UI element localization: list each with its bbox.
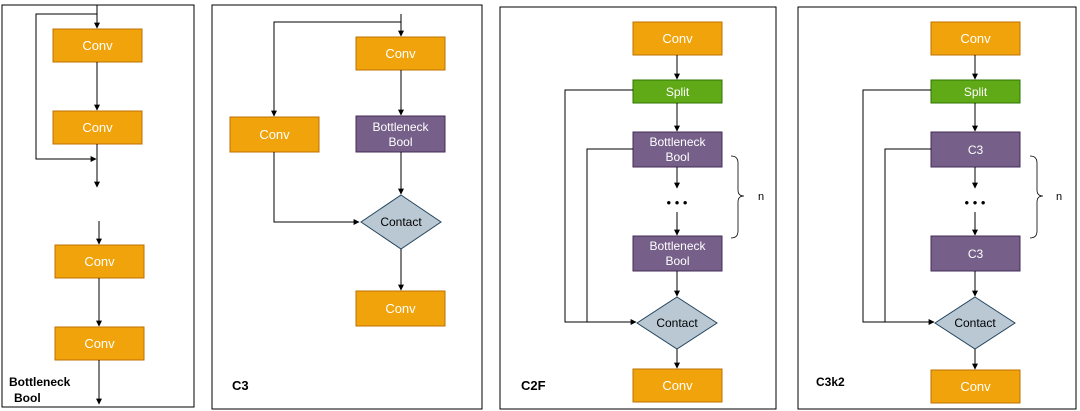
block-label: Bottleneck	[372, 120, 429, 134]
block-label: Conv	[259, 127, 290, 142]
conv-block	[54, 326, 145, 361]
conv-block	[355, 36, 446, 71]
conv-block	[229, 116, 320, 153]
bottleneck-block	[632, 235, 723, 272]
block-label: Conv	[82, 120, 113, 135]
panel-caption: Bottleneck	[9, 375, 71, 389]
repeat-brace	[1029, 155, 1044, 239]
block-label: Contact	[656, 316, 698, 330]
bottleneck-block	[355, 115, 446, 153]
block-label: Conv	[385, 301, 416, 316]
block-label: Conv	[662, 31, 693, 46]
conv-block	[52, 110, 143, 145]
block-label: Bool	[388, 135, 412, 149]
conv-block	[930, 21, 1021, 56]
c3-block	[930, 235, 1021, 272]
block-label: Conv	[82, 38, 113, 53]
block-label: Conv	[385, 46, 416, 61]
block-label: Conv	[662, 378, 693, 393]
repeat-count: n	[1056, 191, 1062, 203]
panel-c3k2: Conv Split C3 • • • C3 Contact Conv n C3…	[797, 6, 1077, 410]
ellipsis: • • •	[667, 195, 688, 210]
panel-c3: Conv Conv Bottleneck Bool Contact Conv C…	[211, 4, 483, 410]
block-label: Contact	[954, 316, 996, 330]
conv-block	[632, 21, 723, 56]
panel-caption: Bool	[14, 391, 41, 405]
conv-block	[632, 368, 723, 403]
block-label: Conv	[960, 31, 991, 46]
block-label: Conv	[84, 254, 115, 269]
block-label: Bool	[665, 150, 689, 164]
residual-connection	[35, 13, 97, 162]
ellipsis: • • •	[965, 195, 986, 210]
panel-caption: C3	[232, 378, 249, 393]
skip-connection	[586, 148, 636, 323]
panel-caption: C3k2	[816, 375, 845, 389]
conv-block	[52, 28, 143, 63]
block-label: C3	[968, 247, 984, 261]
block-label: C3	[968, 143, 984, 157]
block-label: Conv	[960, 379, 991, 394]
panel-frame	[499, 6, 777, 410]
panel-frame	[211, 4, 483, 410]
panel-frame	[797, 6, 1077, 410]
block-label: Contact	[380, 215, 422, 229]
block-label: Bottleneck	[649, 135, 706, 149]
branch-connection	[273, 152, 360, 225]
panel-caption: C2F	[521, 378, 546, 393]
block-label: Split	[666, 85, 690, 99]
panel-c2f: Conv Split Bottleneck Bool • • • Bottlen…	[499, 6, 777, 410]
repeat-count: n	[758, 191, 764, 203]
conv-block	[930, 369, 1021, 404]
conv-block	[54, 244, 145, 279]
skip-connection	[884, 148, 934, 323]
panel-bottleneck: Conv Conv Conv Conv Bottleneck Bool	[1, 4, 195, 408]
branch-connection	[271, 21, 401, 117]
block-label: Split	[964, 85, 988, 99]
block-label: Bottleneck	[649, 239, 706, 253]
block-label: Bool	[665, 254, 689, 268]
repeat-brace	[730, 155, 745, 239]
conv-block	[355, 290, 446, 327]
block-label: Conv	[84, 336, 115, 351]
